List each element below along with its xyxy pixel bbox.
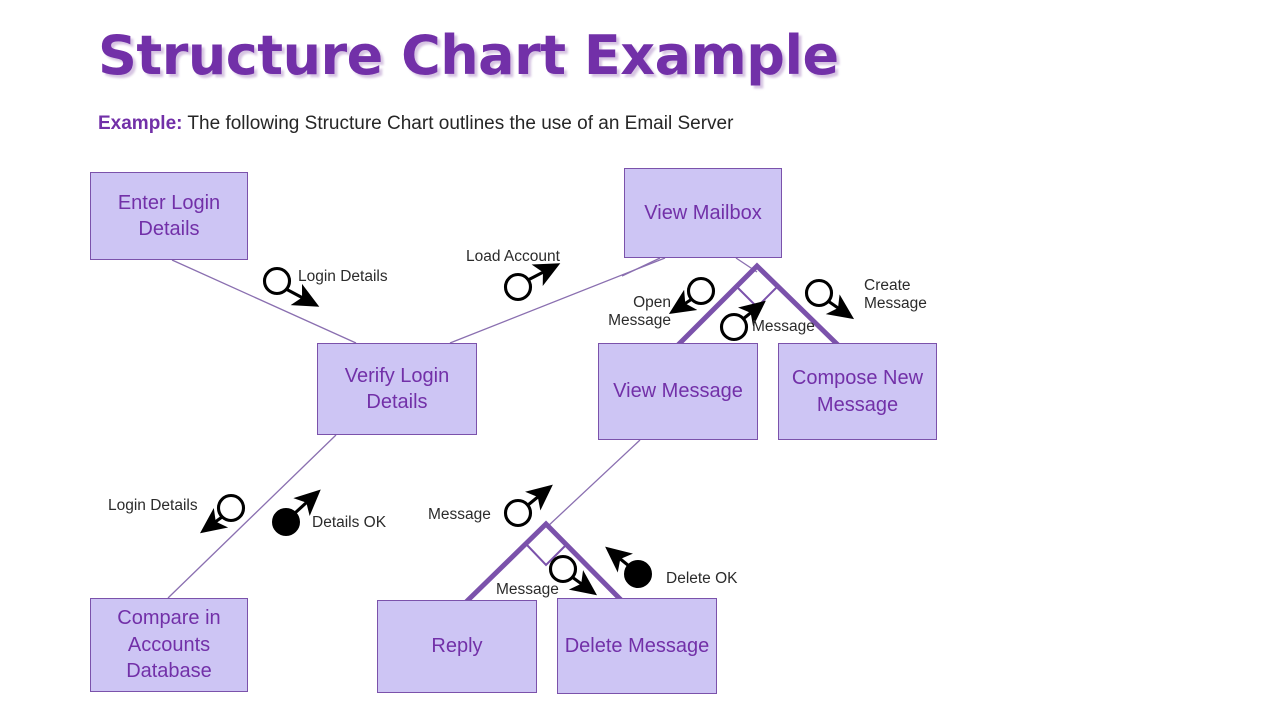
control-flag-circle: [272, 508, 300, 536]
couple-arrow: [568, 570, 598, 596]
peak-upper-marker: [736, 286, 778, 309]
selection-marker-upper: [736, 286, 778, 309]
couple-message-delete: [548, 554, 598, 596]
couple-label-message-delete: Message: [496, 581, 559, 598]
couple-login-details-top: [262, 266, 320, 307]
data-couple-circle: [804, 278, 834, 308]
couple-message-reply: [503, 484, 553, 528]
selection-peak-lower: [462, 520, 627, 606]
couple-arrow: [825, 294, 855, 320]
couple-login-details-bottom: [200, 493, 246, 534]
connector-view-mailbox-to-view-message: [621, 257, 661, 277]
module-verify-login-details[interactable]: Verify Login Details: [317, 343, 477, 435]
control-flag-circle: [624, 560, 652, 588]
couple-delete-ok: [605, 546, 652, 588]
data-couple-circle: [686, 276, 716, 306]
connector-enter-login-to-verify: [171, 259, 357, 344]
couple-arrow: [293, 489, 321, 516]
couple-arrow: [200, 508, 229, 534]
module-enter-login-details[interactable]: Enter Login Details: [90, 172, 248, 260]
subtitle-rest: The following Structure Chart outlines t…: [182, 113, 734, 134]
connector-view-message-to-lower-peak: [546, 439, 641, 528]
couple-arrow: [285, 283, 320, 307]
module-view-mailbox[interactable]: View Mailbox: [624, 168, 782, 258]
couple-open-message: [668, 276, 716, 315]
module-compare-in-accounts-database[interactable]: Compare in Accounts Database: [90, 598, 248, 692]
module-compose-new-message[interactable]: Compose New Message: [778, 343, 937, 440]
couple-label-details-ok: Details OK: [312, 514, 387, 531]
data-couple-circle: [262, 266, 292, 296]
module-reply[interactable]: Reply: [377, 600, 537, 693]
data-couple-circle: [548, 554, 578, 584]
couple-arrow: [668, 289, 698, 315]
subtitle: Example: The following Structure Chart o…: [98, 113, 733, 135]
couple-message-mailbox: [719, 300, 766, 342]
couple-arrow: [738, 300, 766, 327]
couple-arrow: [525, 484, 553, 511]
module-delete-message[interactable]: Delete Message: [557, 598, 717, 694]
peak-lower-path: [462, 520, 627, 606]
couple-label-delete-ok: Delete OK: [666, 570, 738, 587]
selection-marker-lower: [526, 544, 567, 567]
couple-load-account: [503, 263, 561, 302]
peak-upper-path: [676, 262, 840, 347]
couple-label-message-mailbox: Message: [752, 318, 815, 335]
couple-arrow: [527, 263, 561, 286]
couple-label-login-details-top: Login Details: [298, 268, 388, 285]
couple-arrow: [605, 546, 633, 573]
couple-label-login-details-bottom: Login Details: [108, 497, 198, 514]
subtitle-lead: Example:: [98, 113, 183, 134]
couple-label-open-message: Open Message: [608, 294, 671, 330]
couple-details-ok: [272, 489, 321, 536]
data-couple-circle: [503, 272, 533, 302]
couple-label-create-message: Create Message: [864, 277, 927, 313]
data-couple-circle: [216, 493, 246, 523]
couple-label-load-account: Load Account: [466, 248, 560, 265]
peak-lower-marker: [526, 544, 567, 567]
data-couple-circle: [719, 312, 749, 342]
connector-verify-to-compare-db: [167, 434, 337, 599]
data-couple-circle: [503, 498, 533, 528]
couple-create-message: [804, 278, 855, 320]
couple-label-message-reply: Message: [428, 506, 491, 523]
selection-peak-upper: [676, 262, 840, 347]
page-title: Structure Chart Example: [98, 24, 839, 87]
module-view-message[interactable]: View Message: [598, 343, 758, 440]
